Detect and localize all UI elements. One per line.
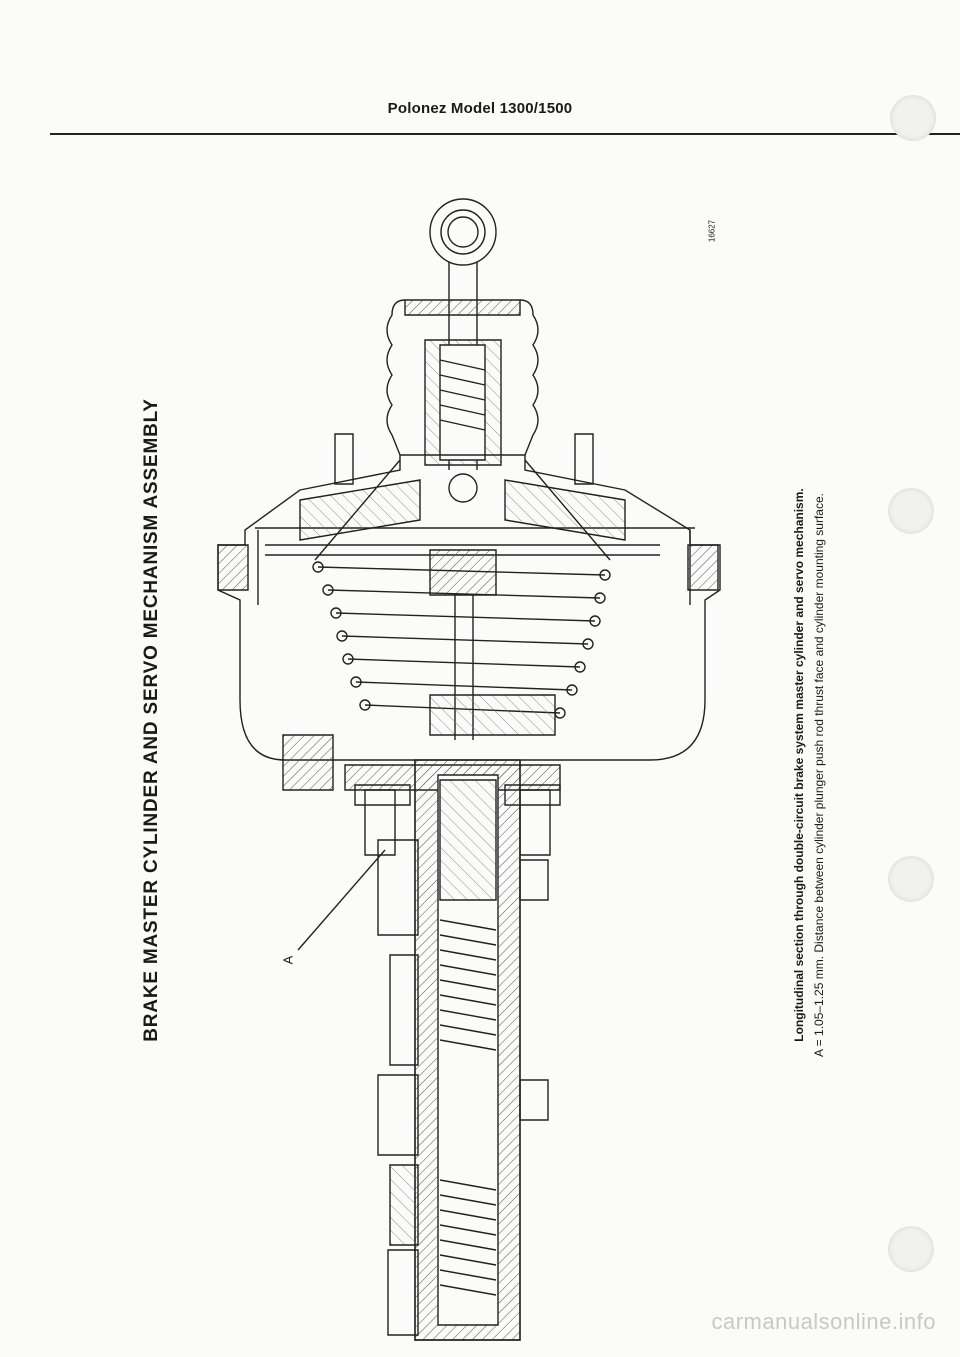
valve-housing	[425, 340, 501, 465]
diaphragm-piston	[265, 460, 660, 595]
return-spring	[313, 562, 610, 718]
binder-hole-4	[888, 1226, 934, 1272]
port-unions	[378, 840, 418, 1335]
servo-housing	[218, 455, 720, 760]
primary-spring	[440, 920, 496, 1050]
secondary-spring	[440, 1180, 496, 1295]
binder-hole-1	[890, 95, 936, 141]
label-a-leader	[298, 850, 385, 950]
header-rule	[50, 133, 960, 135]
figure-number: 16627	[707, 219, 717, 243]
watermark[interactable]: carmanualsonline.info	[711, 1309, 936, 1334]
mounting-studs	[335, 434, 593, 484]
binder-hole-3	[888, 856, 934, 902]
master-cylinder-body	[415, 760, 520, 1340]
page-title: BRAKE MASTER CYLINDER AND SERVO MECHANIS…	[141, 398, 162, 1042]
rubber-boot	[387, 300, 538, 455]
dimension-label-a: A	[280, 955, 296, 965]
bleed-screws	[520, 860, 548, 1120]
clevis-eye	[430, 199, 496, 265]
output-rod	[430, 595, 555, 740]
figure-caption-title: Longitudinal section through double-circ…	[792, 488, 806, 1042]
binder-hole-2	[888, 488, 934, 534]
figure-caption-text: A = 1.05–1.25 mm. Distance between cylin…	[812, 493, 826, 1057]
page-header: Polonez Model 1300/1500	[387, 100, 573, 117]
